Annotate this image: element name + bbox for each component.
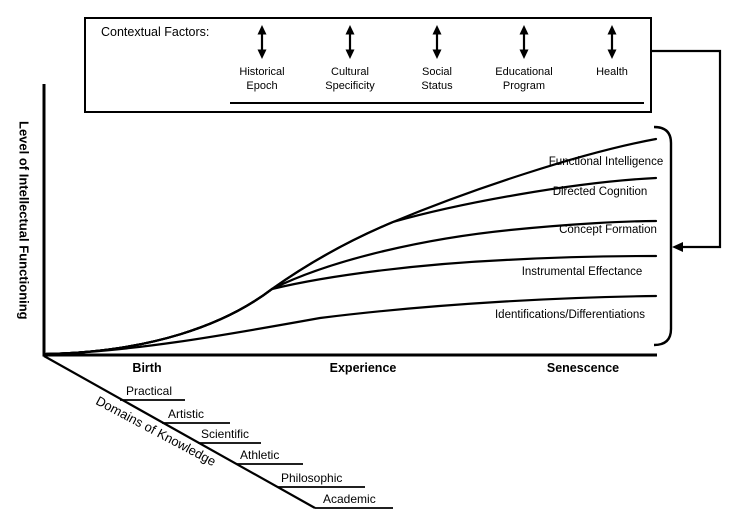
- curve-label-concept-formation: Concept Formation: [559, 224, 657, 236]
- factor-social-status: Social Status: [389, 65, 485, 93]
- domain-label-practical: Practical: [126, 384, 173, 398]
- curve-concept-formation: [44, 219, 658, 356]
- domain-label-philosophic: Philosophic: [281, 471, 343, 485]
- curve-label-identifications-differentiations: Identifications/Differentiations: [494, 309, 646, 321]
- factor-label-line2: Epoch: [246, 80, 278, 92]
- factor-label-line2: Specificity: [325, 80, 375, 92]
- factor-label-line2: Program: [502, 80, 546, 92]
- factor-label-line1: Educational: [495, 66, 553, 78]
- domain-label-scientific: Scientific: [201, 427, 250, 441]
- x-tick-birth: Birth: [132, 361, 162, 375]
- factor-health: Health: [564, 65, 660, 79]
- factor-cultural-specificity: Cultural Specificity: [302, 65, 398, 93]
- domains-of-knowledge-label: Domains of Knowledge: [93, 392, 219, 470]
- factor-label-line1: Historical: [239, 66, 285, 78]
- feedback-connector-line: [652, 49, 722, 249]
- x-tick-senescence: Senescence: [546, 361, 620, 375]
- curve-label-instrumental-effectance: Instrumental Effectance: [521, 266, 643, 278]
- factor-historical-epoch: Historical Epoch: [214, 65, 310, 93]
- factors-underline: [230, 102, 644, 105]
- contextual-factors-box: Contextual Factors: Historical Epoch Cul…: [84, 17, 652, 113]
- curve-label-functional-intelligence: Functional Intelligence: [548, 156, 664, 168]
- feedback-connector-arrowhead-icon: [672, 242, 683, 252]
- x-tick-experience: Experience: [329, 361, 397, 375]
- domain-label-academic: Academic: [323, 492, 376, 506]
- domains-axis-line: [43, 355, 316, 509]
- y-axis-label: Level of Intellectual Functioning: [16, 120, 32, 320]
- factor-educational-program: Educational Program: [476, 65, 572, 93]
- contextual-factors-title: Contextual Factors:: [101, 25, 210, 39]
- curve-identifications-differentiations: [44, 294, 658, 356]
- factor-label-line1: Health: [596, 66, 628, 78]
- factor-label-line1: Social: [422, 66, 452, 78]
- factor-label-line2: Status: [421, 80, 453, 92]
- curve-functional-intelligence: [44, 137, 658, 356]
- factor-label-line1: Cultural: [331, 66, 369, 78]
- domain-label-athletic: Athletic: [240, 448, 280, 462]
- curve-label-directed-cognition: Directed Cognition: [552, 186, 648, 198]
- domain-label-artistic: Artistic: [168, 407, 204, 421]
